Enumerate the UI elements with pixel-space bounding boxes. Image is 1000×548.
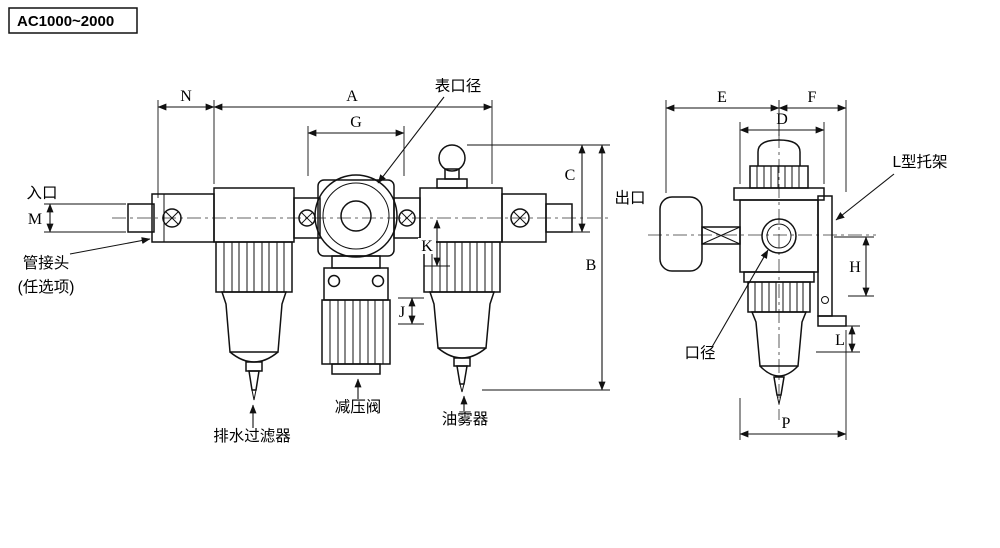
dim-label-b: B xyxy=(586,257,597,274)
filter-unit xyxy=(215,241,293,401)
gauge-side-profile xyxy=(659,196,703,272)
lubricator-label: 油雾器 xyxy=(442,410,489,428)
inlet-callout: 入口 xyxy=(26,185,57,202)
model-title-box: AC1000~2000 xyxy=(8,7,138,34)
lubricator-unit xyxy=(423,241,501,393)
dimension-D: D xyxy=(739,111,825,184)
dimension-N: N xyxy=(157,88,215,198)
dimension-F: F xyxy=(778,89,847,192)
drain-filter-label: 排水过滤器 xyxy=(213,427,291,445)
filter-rib-section xyxy=(223,242,285,292)
outlet-callout: 出口 xyxy=(614,189,645,207)
pressure-gauge xyxy=(314,174,398,258)
port-callout: 口径 xyxy=(684,249,769,362)
fitting-label-line2: (任选项) xyxy=(18,278,75,296)
lubricator-rib-section xyxy=(431,242,493,292)
front-view: N A G 表口径 C B xyxy=(18,77,646,445)
filter-drain xyxy=(245,361,263,372)
bracket-label: L型托架 xyxy=(892,153,947,171)
side-rib-section xyxy=(754,282,804,312)
dimension-J: J xyxy=(398,297,424,325)
gauge-port-callout: 表口径 xyxy=(377,77,482,184)
l-bracket-plate xyxy=(817,195,833,317)
dim-label-h: H xyxy=(849,259,861,276)
dimension-B: B xyxy=(467,144,610,391)
model-title: AC1000~2000 xyxy=(17,13,114,30)
dimension-H: H xyxy=(834,236,874,297)
dim-label-l: L xyxy=(835,332,845,349)
dim-label-n: N xyxy=(180,88,192,105)
dim-label-f: F xyxy=(808,89,817,106)
regulator-unit xyxy=(321,255,391,375)
dim-label-d: D xyxy=(776,111,788,128)
regulator-label: 减压阀 xyxy=(335,398,382,416)
dim-label-k: K xyxy=(421,238,433,255)
dim-label-j: J xyxy=(399,304,405,321)
dimension-C: C xyxy=(548,144,590,233)
dimension-G: G xyxy=(307,114,405,176)
regulator-knob-ribs xyxy=(329,300,384,364)
dimension-A: A xyxy=(213,88,493,184)
dimension-L: L xyxy=(816,325,860,353)
l-bracket-foot xyxy=(817,315,847,327)
side-view: E F D L型托架 H xyxy=(648,89,948,440)
bracket-callout: L型托架 xyxy=(835,153,948,221)
port-label: 口径 xyxy=(684,344,715,362)
outlet-label: 出口 xyxy=(614,189,645,207)
oil-fill-cap xyxy=(436,144,468,189)
lubricator-drain xyxy=(453,357,471,367)
dimension-K: K xyxy=(418,219,450,267)
fitting-label-line1: 管接头 xyxy=(23,254,70,272)
regulator-knob-cap xyxy=(331,363,381,375)
dim-label-g: G xyxy=(350,114,362,131)
inlet-label: 入口 xyxy=(26,185,57,202)
dim-label-a: A xyxy=(346,88,358,105)
dim-label-e: E xyxy=(717,89,727,106)
side-body xyxy=(659,139,847,405)
dimension-E: E xyxy=(665,89,780,193)
dim-label-m: M xyxy=(28,211,42,228)
gauge-port-label: 表口径 xyxy=(435,77,482,95)
dim-label-p: P xyxy=(782,415,791,432)
drain-filter-callout: 排水过滤器 xyxy=(213,404,291,445)
regulator-callout: 减压阀 xyxy=(335,378,382,416)
side-knob-ribs xyxy=(756,166,800,188)
dimension-P: P xyxy=(739,330,847,440)
lubricator-callout: 油雾器 xyxy=(442,395,489,428)
fitting-callout: 管接头 (任选项) xyxy=(18,237,151,296)
side-knob-dome xyxy=(757,139,801,166)
side-port-circle xyxy=(761,218,797,254)
dimension-M: M xyxy=(28,203,126,233)
dim-label-c: C xyxy=(565,167,576,184)
